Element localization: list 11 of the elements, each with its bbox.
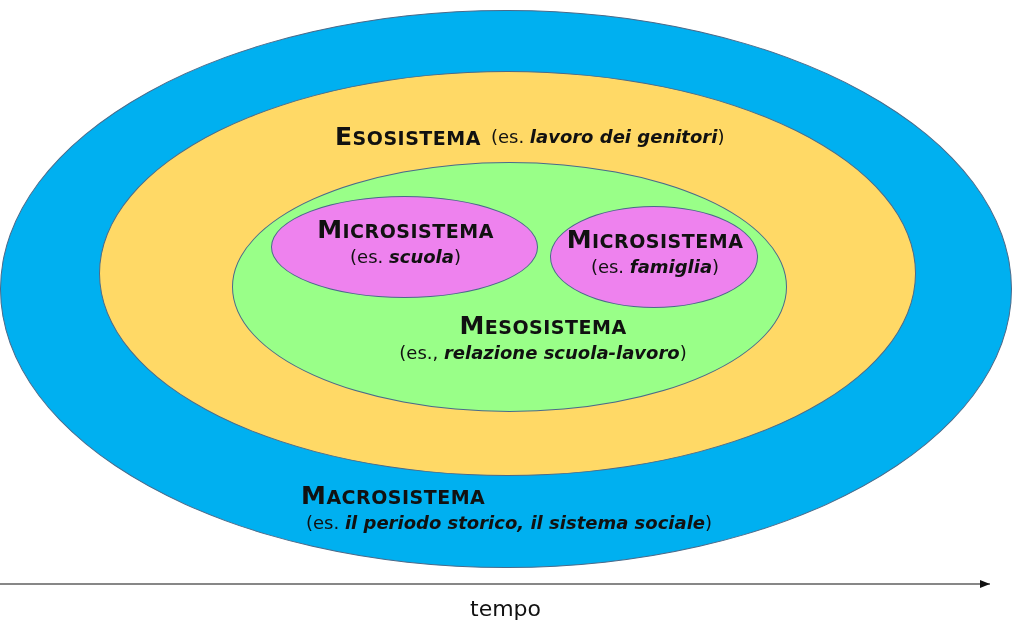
axis-label: tempo <box>470 596 542 621</box>
example-text: (es. lavoro dei genitori) <box>490 126 725 147</box>
level-title: MICROSISTEMA <box>566 225 744 254</box>
example-text: (es., relazione scuola-lavoro) <box>399 342 687 363</box>
level-title: MICROSISTEMA <box>317 215 494 244</box>
level-title: ESOSISTEMA <box>335 122 481 151</box>
level-title: MACROSISTEMA <box>301 481 486 510</box>
example-text: (es. il periodo storico, il sistema sociale) <box>306 512 713 533</box>
example-text: (es. famiglia) <box>590 256 720 277</box>
level-title: MESOSISTEMA <box>459 311 627 340</box>
example-text: (es. scuola) <box>350 246 461 267</box>
